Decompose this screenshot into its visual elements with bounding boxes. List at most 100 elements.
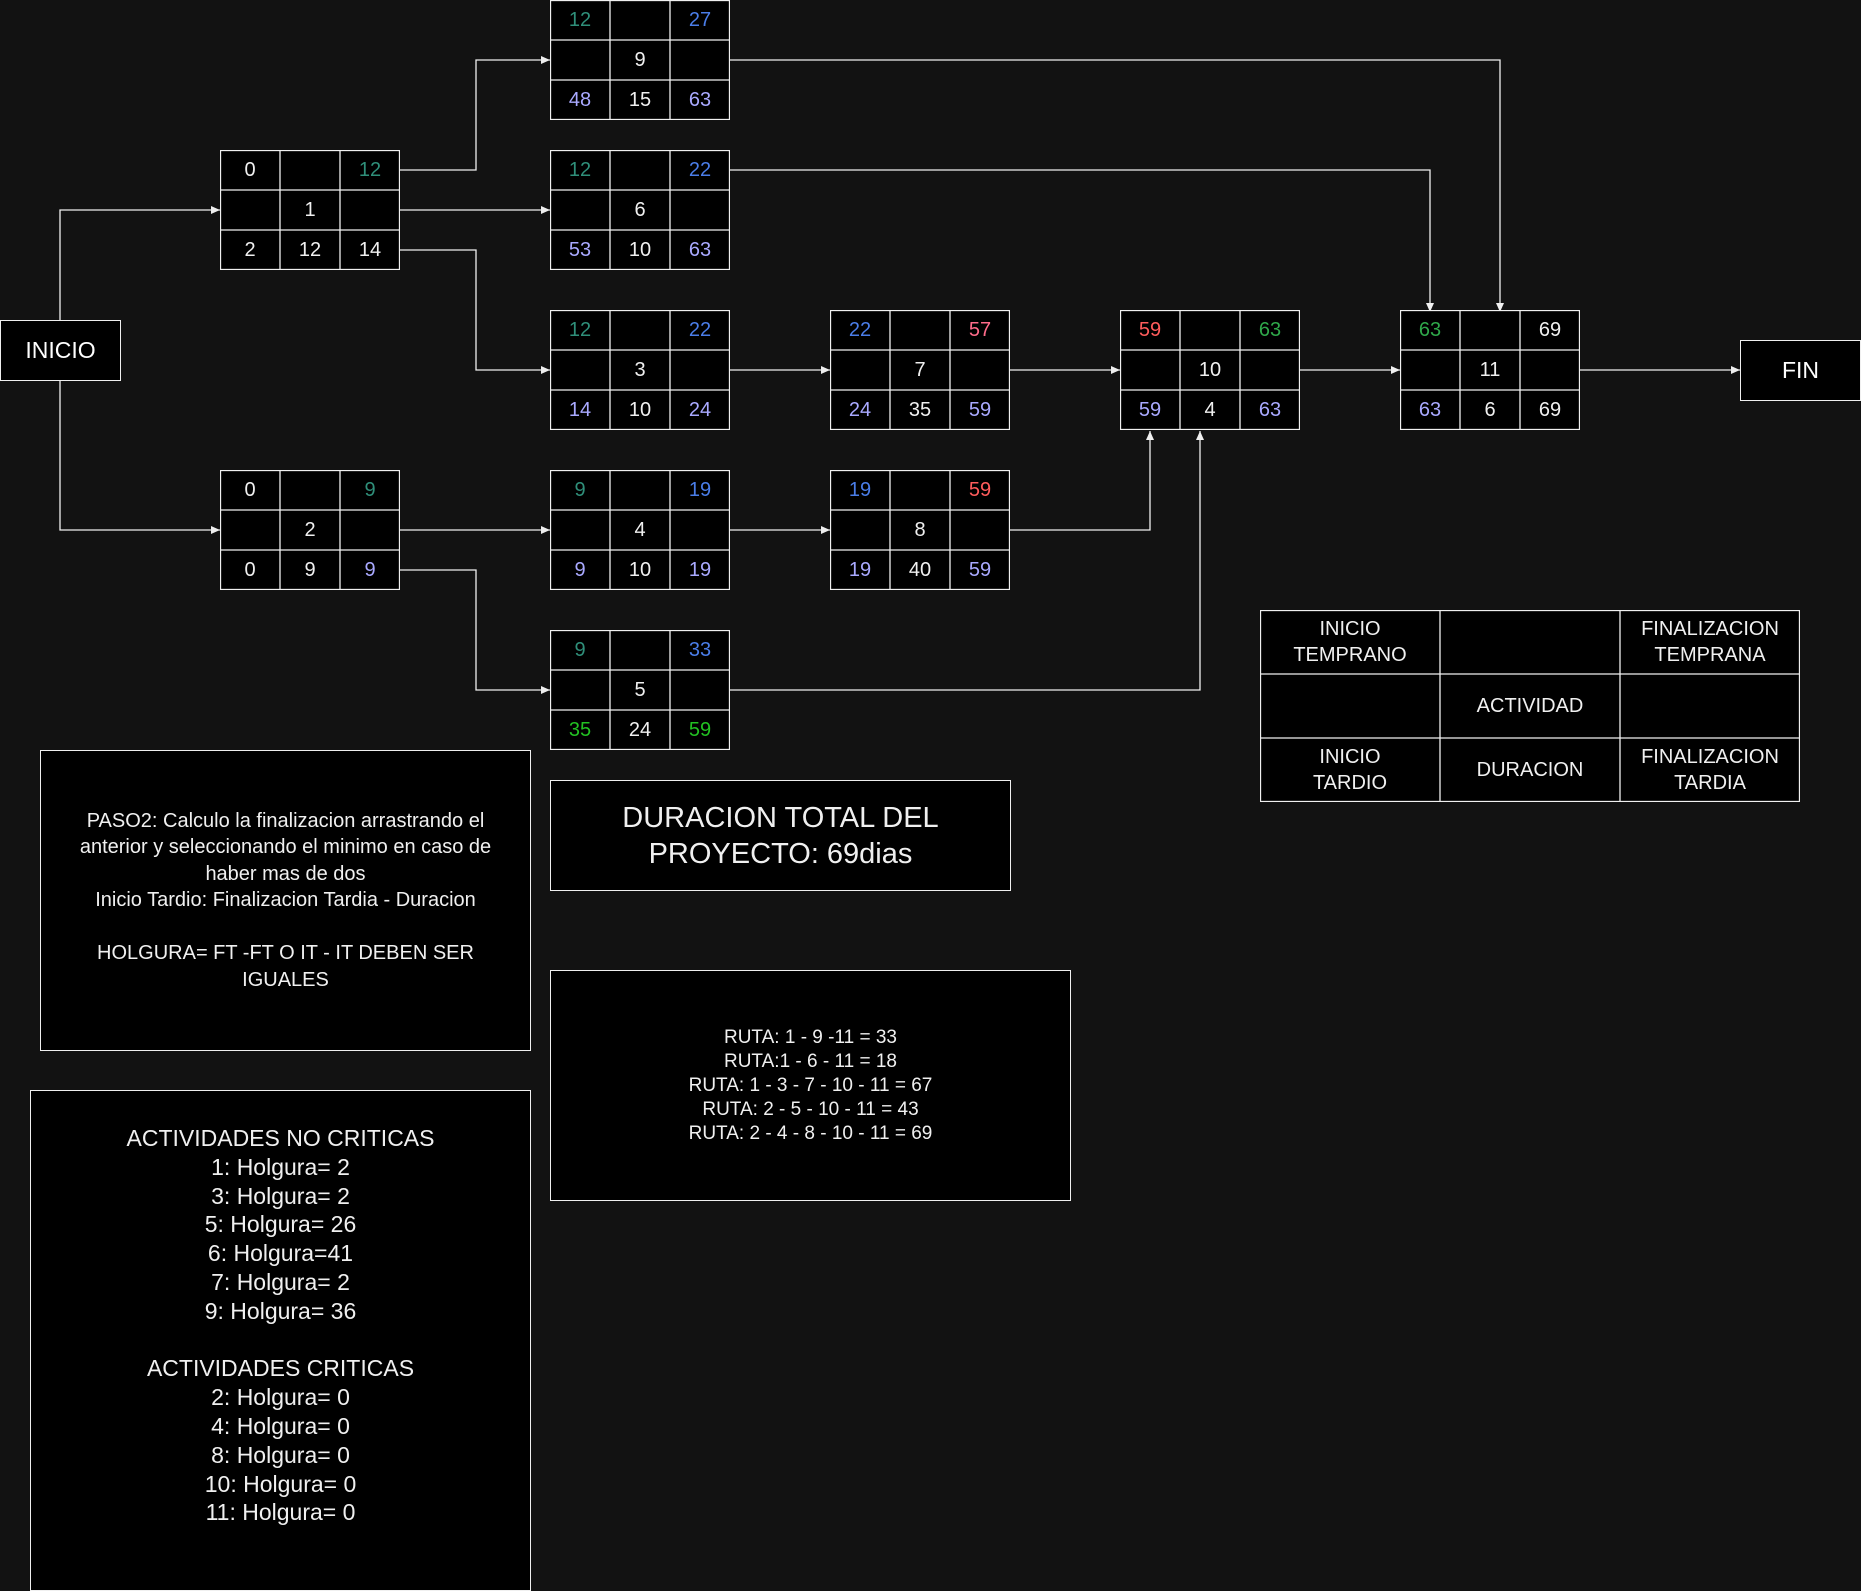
node-late-start: 2 bbox=[244, 238, 256, 261]
total-duration-box: DURACION TOTAL DEL PROYECTO: 69dias bbox=[550, 780, 1011, 891]
node-late-start: 48 bbox=[568, 88, 592, 111]
node-early-finish: 63 bbox=[1258, 318, 1282, 341]
node-early-start: 63 bbox=[1418, 318, 1442, 341]
paso2-line: IGUALES bbox=[242, 968, 329, 991]
route-line: RUTA:1 - 6 - 11 = 18 bbox=[723, 1050, 897, 1072]
legend-duration: DURACION bbox=[1476, 759, 1584, 781]
node-early-start: 12 bbox=[568, 8, 592, 31]
node-activity-id: 10 bbox=[1198, 358, 1222, 381]
legend-grid bbox=[1260, 610, 1800, 802]
legend-early-start: INICIO TEMPRANO bbox=[1293, 618, 1407, 666]
node-early-start: 0 bbox=[244, 158, 256, 181]
node-activity-id: 9 bbox=[634, 48, 646, 71]
node-duration: 10 bbox=[628, 398, 652, 421]
legend-empty-top bbox=[1440, 610, 1620, 674]
slack-line: 5: Holgura= 26 bbox=[204, 1211, 357, 1238]
slack-line: 3: Holgura= 2 bbox=[211, 1182, 350, 1209]
paso2-line: Inicio Tardio: Finalizacion Tardia - Dur… bbox=[95, 889, 476, 912]
node-early-start: 9 bbox=[574, 638, 586, 661]
node-late-finish: 9 bbox=[364, 558, 376, 581]
edge-6-11 bbox=[730, 169, 1434, 312]
paso2-line bbox=[283, 914, 289, 941]
routes-box: RUTA: 1 - 9 -11 = 33 RUTA:1 - 6 - 11 = 1… bbox=[550, 970, 1071, 1201]
node-grid bbox=[220, 150, 400, 270]
node-duration: 6 bbox=[1484, 398, 1496, 421]
node-early-finish: 9 bbox=[364, 478, 376, 501]
node-duration: 40 bbox=[908, 558, 932, 581]
node-activity-id: 5 bbox=[634, 678, 646, 701]
node-activity-id: 6 bbox=[634, 198, 646, 221]
node-grid bbox=[550, 630, 730, 750]
node-late-finish: 14 bbox=[358, 238, 382, 261]
node-late-start: 9 bbox=[574, 558, 586, 581]
slack-spacer bbox=[277, 1326, 283, 1355]
node-late-finish: 19 bbox=[688, 558, 712, 581]
node-late-start: 35 bbox=[568, 718, 592, 741]
node-late-finish: 63 bbox=[1258, 398, 1282, 421]
end-node[interactable]: FIN bbox=[1740, 340, 1861, 401]
node-late-start: 24 bbox=[848, 398, 872, 421]
node-duration: 4 bbox=[1204, 398, 1216, 421]
node-early-start: 19 bbox=[848, 478, 872, 501]
legend-table: INICIO TEMPRANO FINALIZACION TEMPRANA AC… bbox=[1260, 610, 1800, 802]
node-early-finish: 12 bbox=[358, 158, 382, 181]
node-late-finish: 59 bbox=[968, 558, 992, 581]
legend-activity: ACTIVIDAD bbox=[1476, 695, 1584, 717]
node-grid bbox=[830, 470, 1010, 590]
node-late-finish: 69 bbox=[1538, 398, 1562, 421]
node-grid bbox=[830, 310, 1010, 430]
edge-1-3 bbox=[400, 249, 550, 374]
node-early-start: 0 bbox=[244, 478, 256, 501]
legend-empty-left bbox=[1260, 674, 1440, 738]
edge-5-10 bbox=[730, 431, 1204, 691]
node-early-start: 12 bbox=[568, 158, 592, 181]
node-duration: 12 bbox=[298, 238, 322, 261]
node-activity-id: 7 bbox=[914, 358, 926, 381]
paso2-line: PASO2: Calculo la finalizacion arrastran… bbox=[86, 809, 485, 832]
slack-line: 9: Holgura= 36 bbox=[204, 1297, 357, 1324]
slack-line: 6: Holgura=41 bbox=[207, 1240, 354, 1267]
node-late-finish: 24 bbox=[688, 398, 712, 421]
activities-slack-box: ACTIVIDADES NO CRITICAS 1: Holgura= 2 3:… bbox=[30, 1090, 531, 1591]
node-grid bbox=[1400, 310, 1580, 430]
route-line: RUTA: 1 - 9 -11 = 33 bbox=[723, 1026, 897, 1048]
legend-early-finish: FINALIZACION TEMPRANA bbox=[1641, 618, 1779, 666]
node-duration: 15 bbox=[628, 88, 652, 111]
node-grid bbox=[220, 470, 400, 590]
node-duration: 24 bbox=[628, 718, 652, 741]
node-activity-id: 4 bbox=[634, 518, 646, 541]
node-early-finish: 33 bbox=[688, 638, 712, 661]
node-duration: 35 bbox=[908, 398, 932, 421]
node-grid bbox=[550, 150, 730, 270]
slack-line: 8: Holgura= 0 bbox=[211, 1441, 350, 1468]
critical-heading: ACTIVIDADES CRITICAS bbox=[146, 1355, 415, 1382]
edge-9-11 bbox=[730, 59, 1504, 312]
node-late-start: 14 bbox=[568, 398, 592, 421]
node-late-start: 19 bbox=[848, 558, 872, 581]
node-early-start: 22 bbox=[848, 318, 872, 341]
start-node[interactable]: INICIO bbox=[0, 320, 121, 381]
node-early-finish: 22 bbox=[688, 318, 712, 341]
node-early-finish: 27 bbox=[688, 8, 712, 31]
node-late-start: 0 bbox=[244, 558, 256, 581]
node-duration: 9 bbox=[304, 558, 316, 581]
slack-line: 1: Holgura= 2 bbox=[211, 1153, 350, 1180]
node-early-finish: 59 bbox=[968, 478, 992, 501]
non-critical-heading: ACTIVIDADES NO CRITICAS bbox=[126, 1125, 435, 1151]
node-grid bbox=[550, 0, 730, 120]
node-grid bbox=[550, 470, 730, 590]
node-late-finish: 63 bbox=[688, 238, 712, 261]
total-duration-line: PROYECTO: 69dias bbox=[648, 837, 913, 870]
